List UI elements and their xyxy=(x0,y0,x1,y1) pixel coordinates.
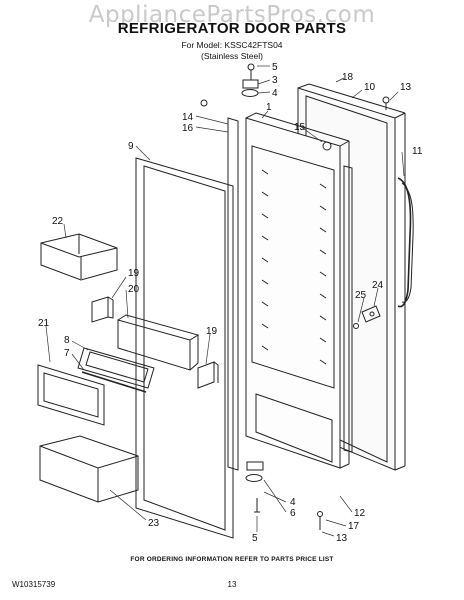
callout-numbers: 5 3 4 18 10 13 14 1 16 15 9 11 22 19 20 … xyxy=(38,62,423,544)
dairy-cover-21 xyxy=(37,364,105,426)
door-bin-23 xyxy=(39,435,139,503)
callout-22: 22 xyxy=(52,216,64,227)
callout-10: 10 xyxy=(364,82,376,93)
callout-13-bot: 13 xyxy=(336,533,348,544)
door-gasket xyxy=(135,157,234,539)
page-title: REFRIGERATOR DOOR PARTS xyxy=(117,20,347,37)
callout-4-top: 4 xyxy=(272,88,278,99)
callout-12: 12 xyxy=(354,508,366,519)
door-liner xyxy=(245,112,350,469)
bottom-hinge-assembly xyxy=(245,461,323,530)
callout-20: 20 xyxy=(128,284,140,295)
callout-19-mid: 19 xyxy=(206,326,218,337)
bin-bracket-19 xyxy=(91,296,114,323)
handle-mount xyxy=(353,305,381,329)
dairy-drawer-20 xyxy=(117,314,200,371)
callout-13-top: 13 xyxy=(400,82,412,93)
page-number: 13 xyxy=(227,580,237,589)
bin-bracket-19-mid xyxy=(197,361,219,389)
callout-11: 11 xyxy=(412,146,423,157)
model-number: For Model: KSSC42FTS04 xyxy=(181,40,283,50)
liner-shelf-rails xyxy=(261,169,327,365)
callout-15: 15 xyxy=(294,122,306,133)
watermark: AppliancePartsPros.com xyxy=(88,2,376,28)
callout-leaders xyxy=(45,65,405,537)
callout-6: 6 xyxy=(290,508,296,519)
callout-23: 23 xyxy=(148,518,160,529)
callout-9: 9 xyxy=(128,141,134,152)
callout-3: 3 xyxy=(272,75,278,86)
callout-1: 1 xyxy=(266,102,272,113)
callout-18: 18 xyxy=(342,72,354,83)
callout-19-left: 19 xyxy=(128,268,140,279)
breaker-strip xyxy=(227,117,239,471)
callout-21: 21 xyxy=(38,318,50,329)
callout-25: 25 xyxy=(355,290,367,301)
top-hinge-assembly xyxy=(200,63,390,151)
callout-17: 17 xyxy=(348,521,360,532)
door-bin-22 xyxy=(40,233,118,281)
side-strip xyxy=(343,165,353,453)
callout-5-top: 5 xyxy=(272,62,278,73)
model-variant: (Stainless Steel) xyxy=(201,51,263,61)
callout-4-bot: 4 xyxy=(290,497,296,508)
document-number: W10315739 xyxy=(12,580,56,589)
door-handle xyxy=(397,177,414,308)
drawer-trim-7 xyxy=(81,371,147,393)
callout-5-bot: 5 xyxy=(252,533,258,544)
callout-14: 14 xyxy=(182,112,194,123)
callout-7: 7 xyxy=(64,348,70,359)
callout-8: 8 xyxy=(64,335,70,346)
ordering-note: FOR ORDERING INFORMATION REFER TO PARTS … xyxy=(130,556,334,563)
callout-24: 24 xyxy=(372,280,384,291)
callout-16: 16 xyxy=(182,123,194,134)
drawer-door-8 xyxy=(77,347,155,389)
